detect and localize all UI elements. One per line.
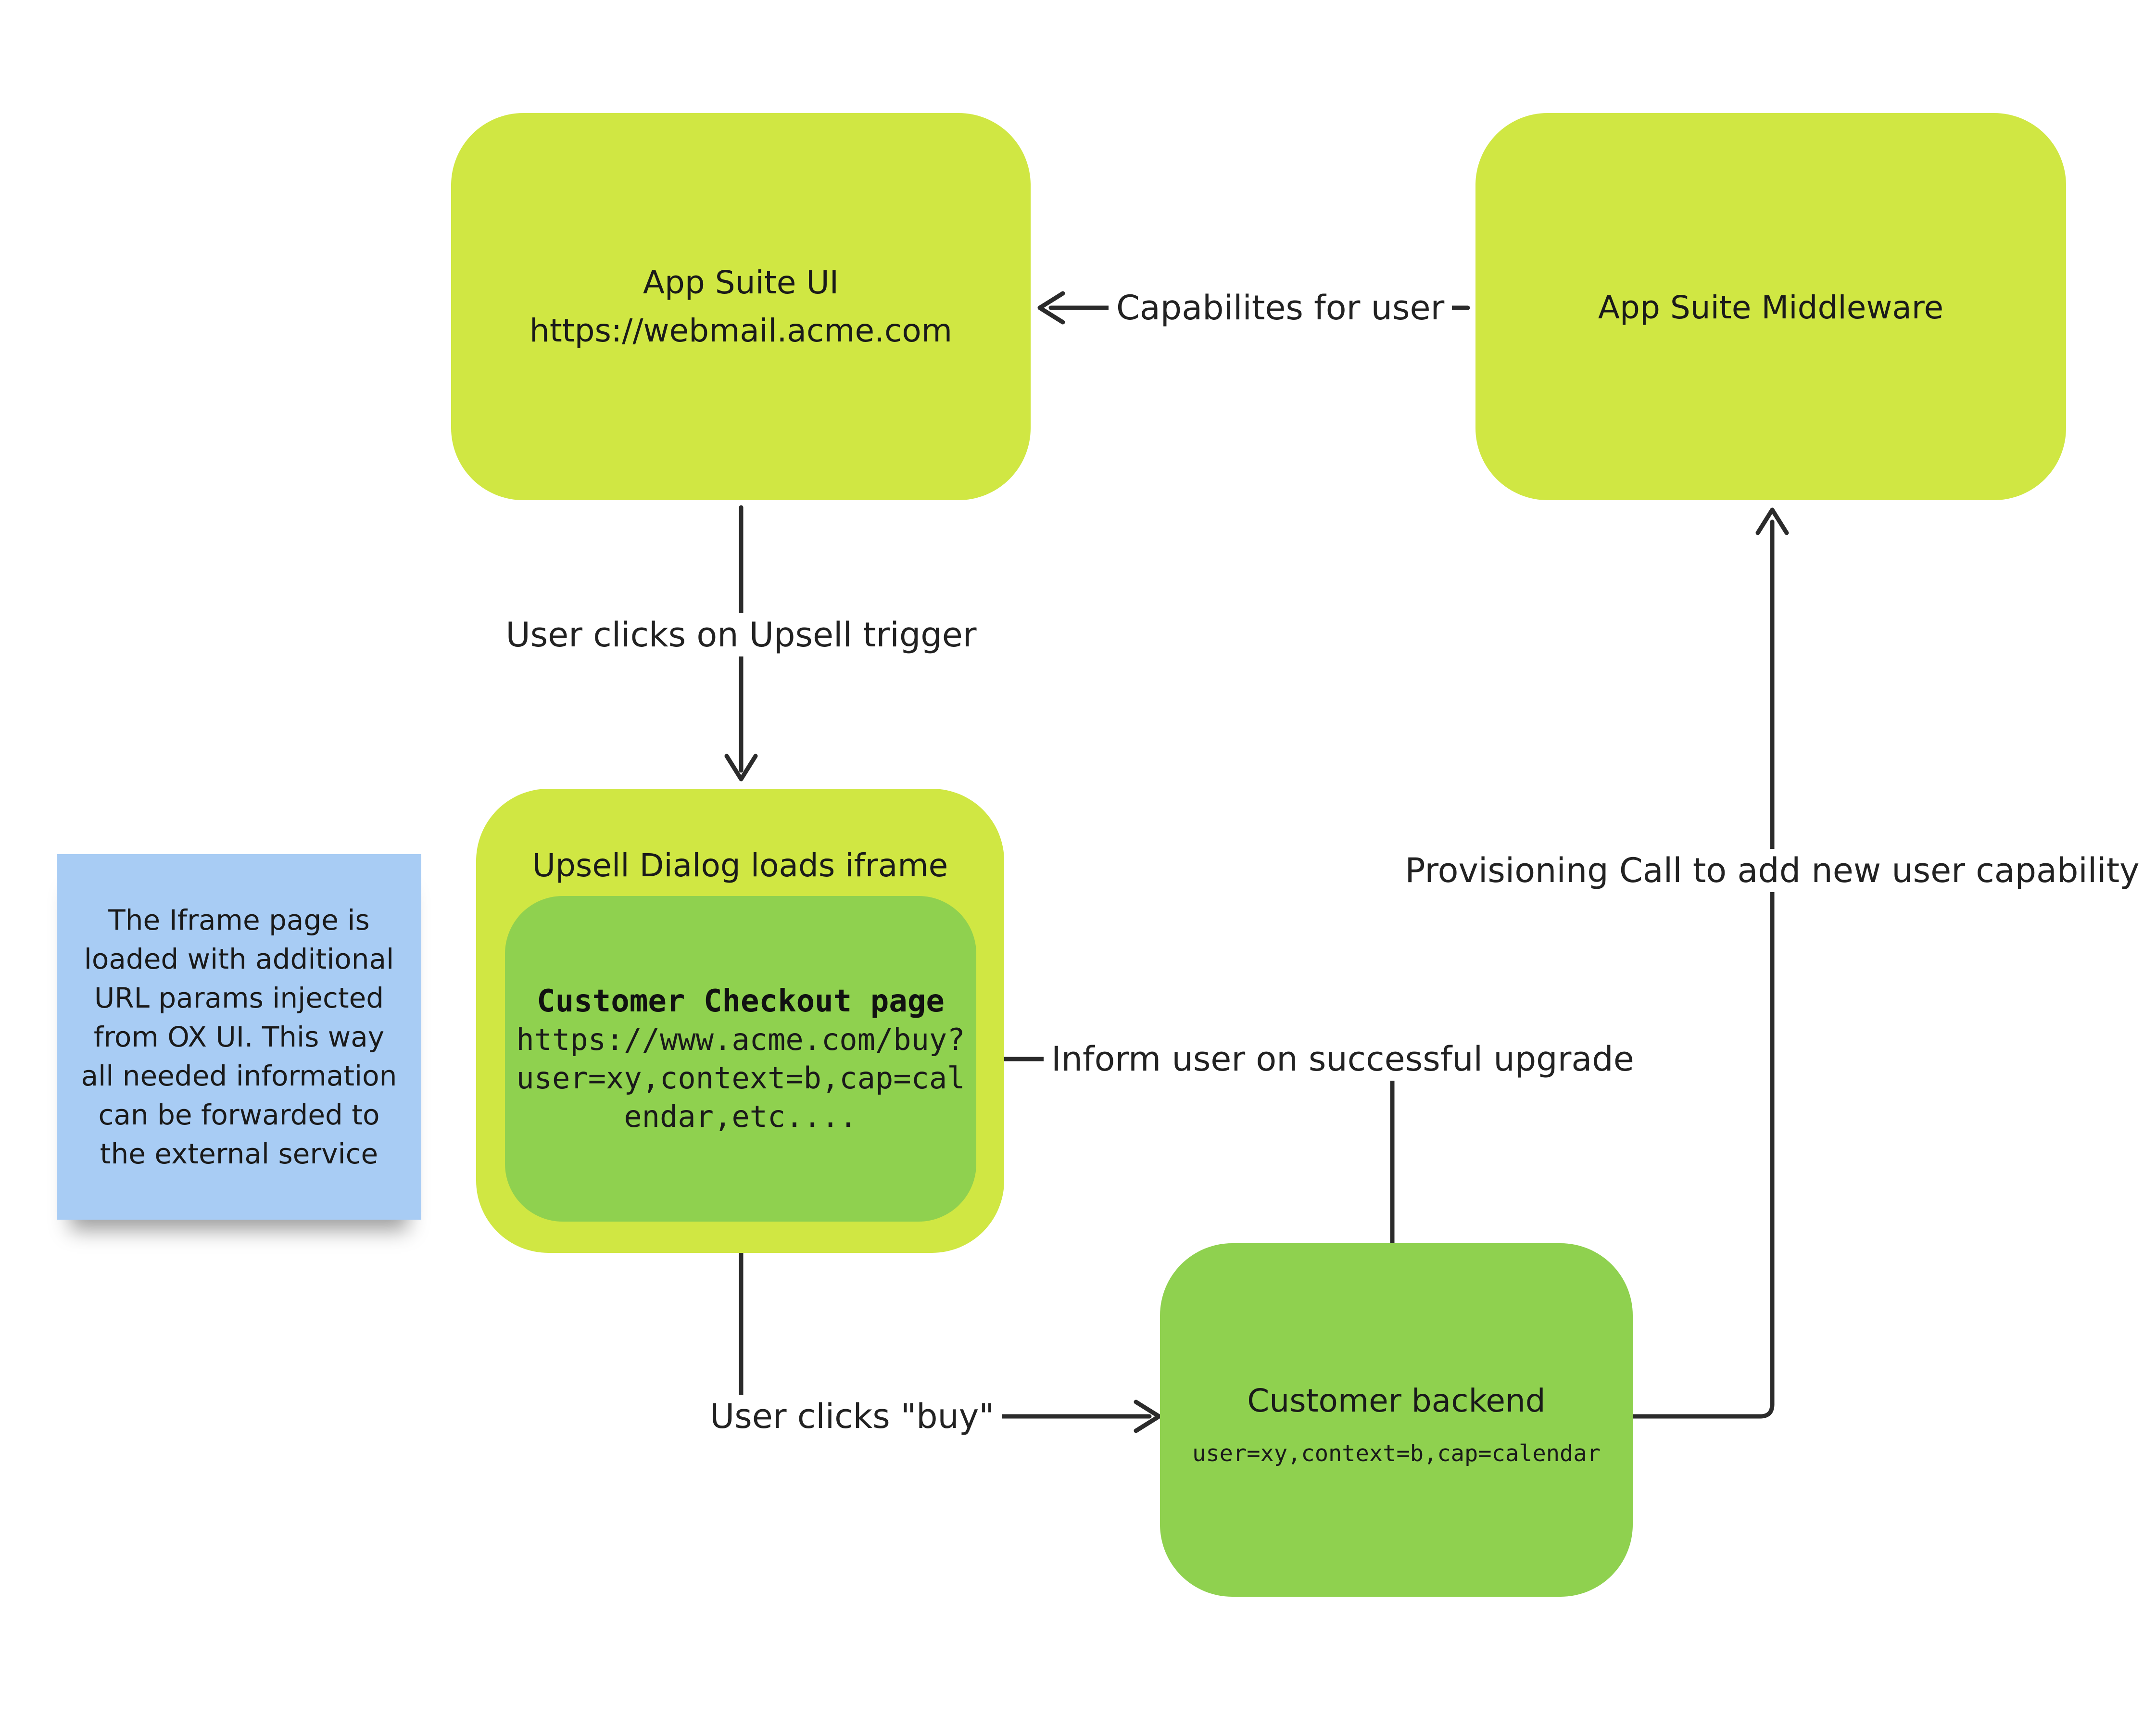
edge-label-inform: Inform user on successful upgrade <box>1044 1037 1642 1081</box>
sticky-note-text: The Iframe page is loaded with additiona… <box>81 901 397 1173</box>
edge-provisioning-arrowhead <box>1755 507 1789 535</box>
node-app-suite-ui: App Suite UI https://webmail.acme.com <box>451 113 1031 500</box>
sticky-note-line: URL params injected <box>94 981 384 1014</box>
app-suite-middleware-title: App Suite Middleware <box>1598 289 1944 326</box>
customer-backend-params: user=xy,context=b,cap=calendar <box>1192 1440 1601 1467</box>
sticky-note: The Iframe page is loaded with additiona… <box>57 854 421 1220</box>
edge-label-provisioning: Provisioning Call to add new user capabi… <box>1397 849 2147 892</box>
edge-buy-arrowhead <box>1134 1400 1161 1433</box>
checkout-page-url-line-2: user=xy,context=b,cap=cal <box>516 1060 965 1096</box>
checkout-page-title: Customer Checkout page <box>537 983 945 1019</box>
edge-inform-line <box>983 1057 1395 1246</box>
edge-label-upsell-trigger: User clicks on Upsell trigger <box>498 613 984 656</box>
checkout-page-url-line-3: endar,etc.... <box>624 1098 857 1134</box>
edge-provisioning-line <box>1630 519 1775 1419</box>
sticky-note-line: can be forwarded to <box>98 1098 380 1131</box>
sticky-note-line: all needed information <box>81 1059 397 1092</box>
customer-backend-title: Customer backend <box>1247 1382 1546 1419</box>
sticky-note-line: loaded with additional <box>84 942 394 975</box>
node-customer-checkout-page: Customer Checkout page https://www.acme.… <box>505 896 976 1222</box>
sticky-note-line: The Iframe page is <box>108 903 370 936</box>
upsell-dialog-title: Upsell Dialog loads iframe <box>532 847 948 884</box>
app-suite-ui-title: App Suite UI <box>643 264 839 301</box>
sticky-note-line: from OX UI. This way <box>93 1020 385 1053</box>
node-app-suite-middleware: App Suite Middleware <box>1475 113 2066 500</box>
edge-upsell-trigger-arrowhead <box>724 754 758 782</box>
edge-capabilities-arrowhead <box>1037 291 1065 325</box>
edge-label-buy: User clicks "buy" <box>702 1395 1002 1438</box>
node-customer-backend: Customer backend user=xy,context=b,cap=c… <box>1160 1243 1633 1597</box>
checkout-page-url-line-1: https://www.acme.com/buy? <box>516 1022 965 1057</box>
app-suite-ui-url: https://webmail.acme.com <box>529 312 952 349</box>
edge-label-capabilities: Capabilites for user <box>1109 286 1452 329</box>
sticky-note-line: the external service <box>100 1137 378 1170</box>
